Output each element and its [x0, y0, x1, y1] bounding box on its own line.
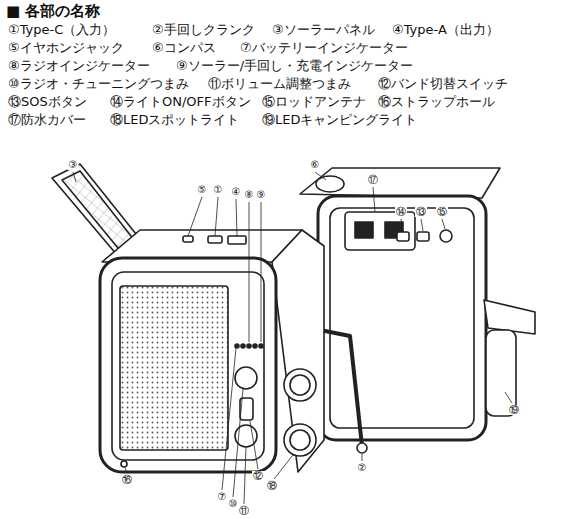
rod-antenna	[440, 230, 452, 242]
leader-line	[215, 197, 218, 236]
callout-number: ⑯	[121, 475, 133, 485]
cover-flap	[484, 300, 535, 334]
leader-line	[362, 454, 363, 461]
front-radio-frame	[112, 272, 264, 460]
leader-line	[315, 172, 326, 180]
front-radio-body	[100, 258, 276, 472]
part-name: ⑤イヤホンジャック	[8, 40, 124, 56]
leader-line	[233, 389, 243, 497]
callout-number: ⑧	[244, 190, 255, 200]
leader-line	[373, 187, 375, 212]
leader-line	[73, 172, 76, 182]
speaker-grille	[120, 286, 228, 450]
earphone-jack	[183, 236, 193, 242]
spotlight	[284, 424, 316, 456]
battery-indicator	[355, 222, 373, 238]
callout-number: ②	[357, 463, 368, 473]
callout-number: ⑦	[217, 492, 228, 502]
callout-number: ⑲	[508, 405, 520, 415]
hand-crank	[320, 330, 362, 446]
part-name: ②手回しクランク	[152, 22, 255, 38]
callout-number: ①	[213, 185, 224, 195]
waterproof-cover	[345, 212, 415, 250]
section-title: ■ 各部の名称	[6, 2, 100, 20]
leader-line	[249, 202, 250, 342]
part-name: ⑲LEDキャンピングライト	[262, 112, 417, 128]
front-radio-side	[272, 230, 324, 472]
indicator-led	[259, 344, 263, 348]
callout-number: ⑪	[238, 506, 250, 516]
part-name: ⑯ストラップホール	[378, 94, 495, 110]
indicator-led	[253, 344, 257, 348]
part-name: ③ソーラーパネル	[272, 22, 375, 38]
leader-line	[222, 348, 236, 490]
part-name: ①Type-C（入力）	[8, 22, 115, 38]
callout-number: ④	[231, 187, 242, 197]
leader-line	[442, 219, 445, 229]
part-name: ⑧ラジオインジケーター	[8, 58, 150, 74]
leader-line	[125, 468, 127, 473]
indicator-led	[247, 344, 251, 348]
part-name: ⑭ライトON/OFFボタン	[110, 94, 251, 110]
callout-number: ⑤	[197, 185, 208, 195]
leader-line	[421, 219, 423, 231]
callout-number: ⑱	[266, 481, 278, 491]
part-name: ⑫バンド切替スイッチ	[378, 76, 508, 92]
part-name: ⑩ラジオ・チューニングつまみ	[8, 76, 189, 92]
leader-line	[274, 455, 293, 479]
type-c-port	[208, 236, 222, 243]
indicator-led	[241, 344, 245, 348]
rear-radio-frame	[330, 208, 474, 428]
sos-button	[417, 232, 429, 241]
part-name: ⑬SOSボタン	[8, 94, 87, 110]
callout-number: ⑮	[436, 207, 448, 217]
strap-hole	[121, 461, 127, 467]
part-name: ⑪ボリューム調整つまみ	[208, 76, 351, 92]
part-name: ⑨ソーラー/手回し・充電インジケーター	[176, 58, 413, 74]
rear-radio-body	[318, 196, 486, 440]
compass	[316, 176, 344, 192]
callout-number: ⑫	[252, 471, 264, 481]
indicator-led	[235, 344, 239, 348]
light-button	[397, 232, 409, 241]
leader-line	[188, 197, 202, 236]
spotlight	[284, 369, 316, 401]
leader-line	[261, 202, 262, 342]
tuning-knob	[235, 367, 257, 389]
leader-line	[505, 392, 512, 403]
rear-radio-top	[300, 168, 500, 198]
leader-line	[401, 219, 403, 231]
crank-knob	[357, 443, 367, 453]
part-name: ④Type-A（出力）	[392, 22, 499, 38]
spotlight-lens	[290, 430, 310, 450]
callout-number: ⑭	[395, 207, 407, 217]
callout-number: ③	[68, 160, 79, 170]
leader-lines	[73, 172, 512, 504]
leader-line	[244, 447, 246, 504]
callout-number: ⑬	[415, 207, 427, 217]
leader-line	[236, 199, 237, 236]
leader-line	[250, 421, 258, 469]
camping-light	[486, 330, 516, 416]
callout-number: ⑨	[256, 190, 267, 200]
part-name: ⑰防水カバー	[8, 112, 86, 128]
part-name: ⑮ロッドアンテナ	[262, 94, 366, 110]
part-name: ⑦バッテリーインジケーター	[240, 40, 408, 56]
callout-number: ⑩	[228, 499, 239, 509]
type-a-port	[228, 236, 246, 244]
spotlight-lens	[290, 375, 310, 395]
part-name: ⑥コンパス	[152, 40, 216, 56]
callout-number: ⑰	[367, 175, 379, 185]
callout-number: ⑥	[310, 160, 321, 170]
part-name: ⑱LEDスポットライト	[110, 112, 239, 128]
